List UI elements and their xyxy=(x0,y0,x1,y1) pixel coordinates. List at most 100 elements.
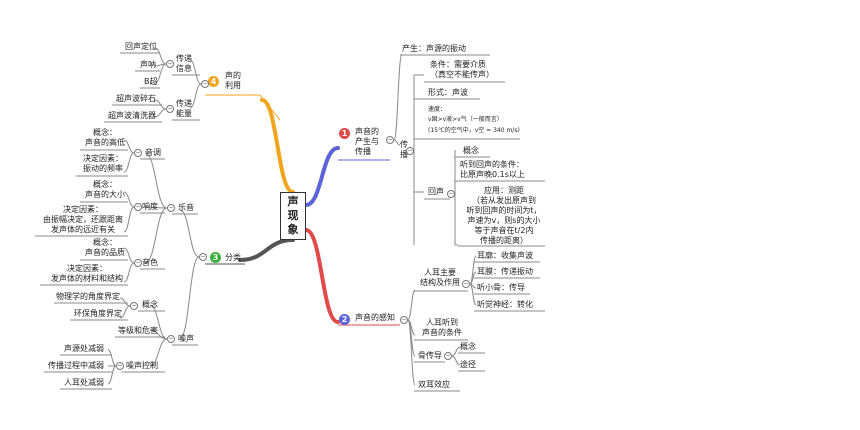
info-label: 传递 信息 xyxy=(176,54,192,73)
noise-control-label: 噪声控制 xyxy=(126,361,158,370)
toggle-ear[interactable]: − xyxy=(462,280,470,288)
echo-concept: 概念 xyxy=(463,146,479,155)
connector-curve xyxy=(107,365,117,385)
connector-curve xyxy=(119,297,131,307)
toggle-noise-concept[interactable]: − xyxy=(130,302,138,310)
connector-curve xyxy=(407,289,416,321)
tone-label: 音调 xyxy=(145,148,161,157)
noise-level: 等级和危害 xyxy=(118,326,158,335)
info-item-2: 声呐 xyxy=(140,60,156,69)
loud-factor: 决定因素： 由振幅决定，还跟距离 发声体的远近有关 xyxy=(43,205,123,234)
connector-curve xyxy=(451,355,461,366)
noise-control-1: 声源处减弱 xyxy=(64,344,104,353)
condition-label: 条件：需要介质 （真空不能传声） xyxy=(430,60,494,79)
connector-curve xyxy=(189,59,202,85)
connector-curve xyxy=(144,152,168,209)
badge-4: 4 xyxy=(208,76,219,87)
spread-label: 传 播 xyxy=(400,140,408,159)
branch-line-2 xyxy=(304,228,340,324)
badge-2: 2 xyxy=(339,314,350,325)
branch-line-1 xyxy=(304,146,340,207)
info-item-1: 回声定位 xyxy=(125,42,157,51)
binaural-label: 双耳效应 xyxy=(418,380,450,389)
form-label: 形式：声波 xyxy=(428,88,468,97)
info-item-3: B超 xyxy=(144,77,158,86)
connector-curve xyxy=(119,305,131,319)
bone-item-1: 概念 xyxy=(460,342,476,351)
toggle-b3[interactable]: − xyxy=(199,253,207,261)
connector-curve xyxy=(407,319,416,386)
connector-curve xyxy=(154,63,167,84)
connector-curve xyxy=(123,206,135,233)
timbre-concept: 概念： 声音的品质 xyxy=(85,238,125,257)
connector-line xyxy=(259,94,281,121)
connector-curve xyxy=(179,256,200,339)
connector-curve xyxy=(144,207,168,264)
toggle-echo[interactable]: − xyxy=(447,190,455,198)
connector-curve xyxy=(123,139,135,154)
toggle-b2[interactable]: − xyxy=(400,316,408,324)
energy-label: 传递 能量 xyxy=(176,99,192,118)
connector-curve xyxy=(393,53,403,141)
toggle-bone[interactable]: − xyxy=(444,352,452,360)
connector-curve xyxy=(123,152,135,173)
branch-line-4 xyxy=(260,98,295,194)
connector-curve xyxy=(123,191,135,208)
music-label: 乐音 xyxy=(178,203,194,212)
toggle-timbre[interactable]: − xyxy=(134,259,142,267)
toggle-loud[interactable]: − xyxy=(134,203,142,211)
tone-factor: 决定因素： 振动的频率 xyxy=(83,154,123,173)
echo-label: 回声 xyxy=(428,187,444,196)
branch-1-label: 声音的 产生与 传播 xyxy=(355,127,379,156)
branch-4-label: 声的 利用 xyxy=(225,71,241,90)
root-topic[interactable]: 声 现 象 xyxy=(280,192,306,240)
loud-concept: 概念： 声音的大小 xyxy=(85,180,125,199)
connector-curve xyxy=(154,108,167,118)
toggle-b1[interactable]: − xyxy=(386,136,394,144)
toggle-energy[interactable]: − xyxy=(166,105,174,113)
toggle-noise[interactable]: − xyxy=(167,335,175,343)
toggle-tone[interactable]: − xyxy=(134,149,142,157)
ear-item-4: 听觉神经：转化 xyxy=(477,300,533,309)
connector-curve xyxy=(123,262,135,283)
echo-application: 应用：测距 （若从发出原声到 听到回声的时间为t， 声速为v，则s的大小 等于声… xyxy=(466,186,542,245)
noise-control-2: 传播过程中减弱 xyxy=(48,361,104,370)
noise-label: 噪声 xyxy=(178,334,194,343)
toggle-info[interactable]: − xyxy=(166,60,174,68)
timbre-label: 音色 xyxy=(142,258,158,267)
toggle-noise-control[interactable]: − xyxy=(116,362,124,370)
toggle-spread[interactable]: − xyxy=(406,147,414,155)
branch-2-label: 声音的感知 xyxy=(355,313,395,322)
connector-curve xyxy=(107,349,117,367)
ear-item-1: 耳廓：收集声波 xyxy=(477,251,533,260)
toggle-music[interactable]: − xyxy=(167,204,175,212)
timbre-factor: 决定因素： 发声体的材料和结构 xyxy=(51,264,123,283)
noise-control-3: 人耳处减弱 xyxy=(64,378,104,387)
speed-air: (15℃的空气中，v空 = 340 m/s) xyxy=(428,127,520,134)
speed-order: v固>v液>v气（一般而言） xyxy=(428,116,503,123)
badge-1: 1 xyxy=(339,128,350,139)
ear-item-2: 耳膜：传递振动 xyxy=(477,267,533,276)
connector-curve xyxy=(149,338,168,367)
connector-curve xyxy=(469,283,477,306)
ear-label: 人耳主要 结构及作用 xyxy=(420,268,460,287)
connector-curve xyxy=(393,139,401,146)
noise-concept-2: 环保角度界定 xyxy=(74,309,122,318)
branch-line-3 xyxy=(238,238,295,262)
noise-concept-1: 物理学的角度界定 xyxy=(56,292,120,301)
connector-curve xyxy=(189,83,202,109)
connector-curve xyxy=(144,206,168,209)
ear-item-3: 听小骨：传导 xyxy=(477,283,525,292)
echo-condition: 听到回声的条件： 比原声晚0.1s以上 xyxy=(460,160,525,179)
connector-curve xyxy=(451,346,461,357)
energy-item-1: 超声波碎石 xyxy=(116,94,156,103)
bone-item-2: 途径 xyxy=(460,360,476,369)
toggle-b4[interactable]: − xyxy=(201,80,209,88)
connector-curve xyxy=(154,47,167,65)
energy-item-2: 超声波清洗器 xyxy=(108,111,156,120)
produce-label: 产生：声源的振动 xyxy=(402,44,466,53)
loud-label: 响度 xyxy=(142,202,158,211)
connector-curve xyxy=(123,247,135,264)
branch-3-label: 分类 xyxy=(225,253,241,262)
